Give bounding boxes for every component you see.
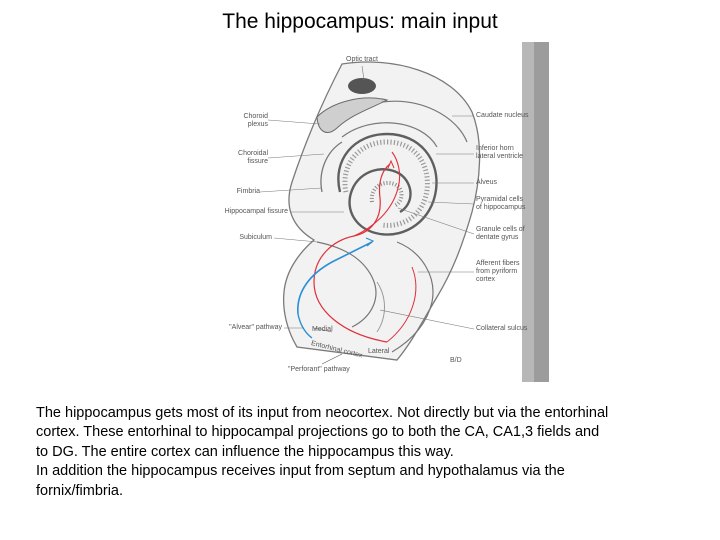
tissue-outline: [282, 61, 481, 361]
label-granule-cells: Granule cells of dentate gyrus: [476, 226, 525, 242]
fimbria-contour: [320, 141, 343, 193]
label-pyramidal-cells-line2: of hippocampus: [476, 204, 526, 211]
caption-line-2: cortex. These entorhinal to hippocampal …: [36, 424, 600, 441]
alvear-arrowhead: [365, 237, 375, 247]
hippocampus-illustration: [259, 42, 549, 382]
bottom-leader-lines: [313, 327, 343, 365]
label-choroidal-fissure-line2: fissure: [247, 158, 268, 165]
label-lateral: Lateral: [368, 348, 390, 355]
perforant-arrowhead: [387, 159, 395, 169]
collateral-sulcus-contour: [376, 281, 385, 333]
label-pyramidal-cells-line1: Pyramidal cells: [476, 196, 524, 203]
inferior-horn-contour: [341, 122, 438, 148]
page-edge-dark: [534, 42, 549, 382]
alvear-pathway-line: [297, 241, 373, 315]
caudate-contour: [381, 100, 468, 143]
left-leader-lines: [259, 119, 344, 329]
label-pyramidal-cells: Pyramidal cells of hippocampus: [476, 196, 525, 212]
label-afferent-fibers: Afferent fibers from pyriform cortex: [476, 260, 519, 284]
label-inferior-horn-line2: lateral ventricle: [476, 153, 524, 160]
label-inferior-horn-line1: Inferior horn: [476, 145, 514, 152]
label-fimbria: Fimbria: [236, 188, 260, 195]
label-caudate-nucleus: Caudate nucleus: [476, 112, 529, 119]
label-figure-code: B/D: [450, 357, 462, 364]
perforant-pathway-line: [313, 163, 391, 343]
choroid-plexus: [316, 97, 389, 133]
entorhinal-contour: [391, 241, 434, 353]
optic-tract-body: [348, 78, 376, 94]
hippocampus-diagram: Choroid plexus Choroidal fissure Fimbria…: [222, 42, 549, 382]
label-collateral-sulcus: Collateral sulcus: [476, 325, 528, 332]
slide-caption: The hippocampus gets most of its input f…: [36, 404, 696, 501]
label-choroid-plexus: Choroid plexus: [228, 113, 268, 129]
dentate-granule-layer: [369, 181, 404, 208]
label-granule-cells-line2: dentate gyrus: [476, 234, 519, 241]
right-leader-lines: [361, 65, 475, 330]
label-medial: Medial: [312, 326, 333, 333]
label-granule-cells-line1: Granule cells of: [476, 226, 525, 233]
label-choroid-plexus-line1: Choroid: [243, 113, 268, 120]
label-subiculum: Subiculum: [239, 234, 272, 241]
label-afferent-fibers-line3: cortex: [476, 276, 496, 283]
label-afferent-fibers-line2: from pyriform: [476, 268, 518, 275]
caption-line-4: In addition the hippocampus receives inp…: [36, 463, 565, 480]
label-inferior-horn: Inferior horn lateral ventricle: [476, 145, 523, 161]
ammons-horn-spiral: [337, 132, 438, 236]
label-alvear-pathway: "Alvear" pathway: [229, 324, 282, 331]
label-perforant-pathway: "Perforant" pathway: [288, 366, 350, 373]
subiculum-contour: [316, 241, 377, 328]
caption-line-1: The hippocampus gets most of its input f…: [36, 405, 609, 421]
caption-line-3: to DG. The entire cortex can influence t…: [36, 443, 454, 460]
label-choroid-plexus-line2: plexus: [247, 121, 268, 128]
perforant-pathway-branch: [353, 151, 401, 237]
label-hippocampal-fissure: Hippocampal fissure: [224, 208, 288, 215]
label-choroidal-fissure-line1: Choroidal: [238, 150, 268, 157]
label-afferent-fibers-line1: Afferent fibers: [476, 260, 520, 267]
label-alveus: Alveus: [476, 179, 498, 186]
label-choroidal-fissure: Choroidal fissure: [228, 150, 268, 166]
caption-line-5: fornix/fimbria.: [36, 482, 124, 499]
label-optic-tract: Optic tract: [346, 56, 378, 63]
pyramidal-cell-layer: [342, 139, 430, 228]
slide-title: The hippocampus: main input: [222, 10, 498, 33]
alvear-pathway-tail: [297, 313, 313, 339]
perforant-pathway-lateral: [386, 266, 417, 343]
